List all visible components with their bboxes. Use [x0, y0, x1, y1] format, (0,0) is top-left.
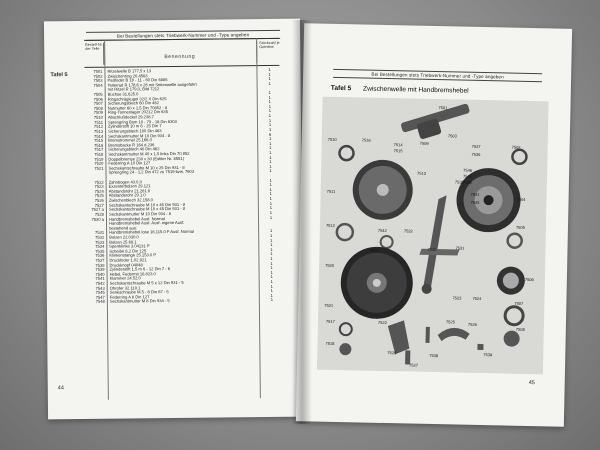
part-callout-number: 7528: [387, 350, 397, 356]
part-callout-number: 7545: [470, 199, 480, 205]
part-callout-number: 7527: [409, 362, 419, 368]
part-callout-number: 7515: [393, 148, 403, 154]
ring-7507: [503, 305, 525, 327]
roller-bearing: [496, 266, 525, 295]
left-page: Bei Bestellungen stets Triebwerk-Nummer …: [43, 18, 305, 420]
header-designation: Benennung: [164, 53, 196, 61]
parts-table-header: Bestell-Nr. der Teile Benennung Stückzah…: [84, 37, 282, 68]
plate-caption: Zwischenwelle mit Handbremshebel: [363, 85, 469, 95]
ring-7502: [511, 148, 528, 166]
part-callout-number: 7537: [471, 143, 481, 149]
header-order-number: Bestell-Nr. der Teile: [85, 42, 105, 65]
page-number-right: 45: [528, 380, 535, 387]
part-callout-number: 7532: [403, 228, 413, 234]
plate-title: Tafel 5 Zwischenwelle mit Handbremshebel: [331, 85, 546, 97]
part-callout-number: 7540: [427, 246, 437, 253]
pinion-shaft: [401, 103, 470, 139]
hand-brake-lever: [419, 195, 460, 294]
link-7526: [437, 327, 470, 342]
part-callout-number: 7525: [445, 319, 455, 325]
part-callout-number: 7513: [417, 170, 427, 176]
part-callout-number: 7520: [325, 262, 335, 268]
part-quantity: 1: [270, 297, 274, 303]
part-callout-number: 7541: [470, 191, 480, 197]
part-callout-number: 7517: [325, 318, 335, 324]
part-callout-number: 7536: [471, 151, 481, 157]
right-page: Bei Bestellungen stets Triebwerk-Nummer …: [295, 23, 573, 427]
part-callout-number: 7511: [326, 188, 336, 194]
ring-7542: [379, 235, 394, 250]
part-number: 7548: [95, 299, 105, 305]
plate-number: Tafel 5: [330, 84, 352, 93]
part-callout-number: 7514: [393, 142, 403, 148]
part-callout-number: 7516: [361, 137, 371, 143]
part-callout-number: 7538: [429, 352, 439, 359]
part-callout-number: 7507: [514, 300, 524, 306]
part-callout-number: 7504: [516, 196, 526, 202]
part-callout-number: 7522: [377, 319, 387, 326]
part-callout-number: 7519: [369, 247, 379, 253]
part-callout-number: 7508: [515, 326, 525, 332]
part-callout-number: 7526: [467, 321, 477, 327]
part-callout-number: 7523: [452, 295, 462, 301]
washer-7539: [477, 343, 484, 351]
seal-ring-7510: [338, 144, 355, 162]
part-callout-number: 7524: [472, 295, 482, 302]
part-callout-number: 7510: [327, 136, 337, 142]
part-callout-number: 7512: [325, 222, 335, 228]
part-callout-number: 7509: [419, 140, 429, 146]
part-callout-number: 7521: [324, 302, 334, 308]
bolt-7527: [405, 350, 411, 365]
cover-plate: [352, 159, 413, 220]
part-callout-number: 7501: [438, 105, 448, 111]
part-callout-number: 7502: [511, 144, 521, 150]
part-callout-number: 7518: [325, 340, 335, 346]
nut-7518: [339, 343, 352, 356]
ring-7505: [506, 232, 523, 249]
bevel-gear: [456, 168, 521, 233]
table-row: 7548 Sechskantmutter M 8 Din 934 - 5 1: [87, 297, 287, 305]
ring-7512: [335, 222, 355, 242]
brake-drum: [340, 246, 413, 319]
part-callout-number: 7503: [447, 133, 457, 139]
part-callout-number: 7531: [455, 245, 465, 251]
order-notice-banner: Bei Bestellungen stets Triebwerk-Nummer …: [333, 68, 543, 83]
part-callout-number: 7506: [524, 276, 534, 283]
nut-7508: [503, 330, 520, 347]
segment-7522: [387, 320, 410, 355]
part-callout-number: 7539: [483, 352, 493, 358]
part-callout-number: 7547: [462, 173, 472, 179]
part-designation: Sechskantmutter M 8 Din 934 - 5: [109, 298, 170, 305]
part-callout-number: 7548: [462, 179, 472, 185]
parts-illustration: [335, 103, 528, 365]
header-quantity: Stückzahl je Getriebe: [256, 40, 282, 64]
ring-7517: [338, 322, 353, 337]
part-callout-number: 7542: [377, 227, 387, 234]
part-callout-number: 7546: [463, 167, 473, 173]
tafel-label: Tafel 5: [50, 72, 68, 79]
bolt-7525: [425, 326, 430, 343]
page-number-left: 44: [57, 385, 64, 392]
part-callout-number: 7505: [515, 224, 525, 230]
